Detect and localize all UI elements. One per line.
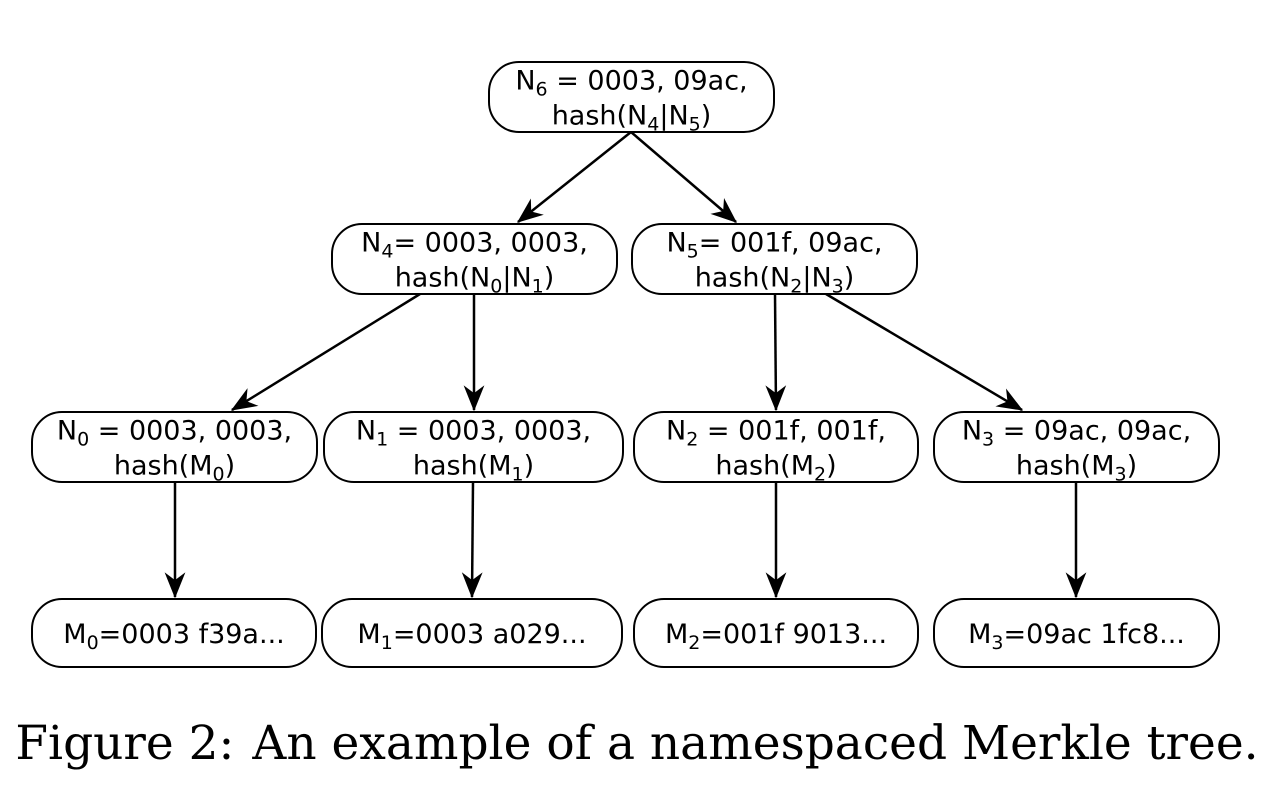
node-label-line: hash(N4|N5): [552, 101, 712, 136]
node-box: [31, 411, 318, 483]
node-label-line: N5= 001f, 09ac,: [666, 228, 882, 263]
node-box: [488, 61, 775, 133]
node-box: [631, 223, 918, 295]
nodes-layer: N6 = 0003, 09ac,hash(N4|N5) N4= 0003, 000…: [31, 61, 1220, 668]
node-n3: N3 = 09ac, 09ac,hash(M3): [933, 411, 1220, 486]
caption-label: Figure 2:: [15, 716, 235, 771]
node-n4: N4= 0003, 0003,hash(N0|N1): [331, 223, 618, 298]
node-label-line: M0=0003 f39a...: [63, 619, 284, 654]
node-n5: N5= 001f, 09ac,hash(N2|N3): [631, 223, 918, 298]
edges-layer: [164, 131, 1087, 599]
node-label-line: hash(M3): [1016, 451, 1137, 486]
node-box: [323, 411, 624, 483]
node-label-line: hash(N2|N3): [695, 263, 855, 298]
node-label-line: N6 = 0003, 09ac,: [515, 66, 747, 101]
node-label-line: hash(M1): [413, 451, 534, 486]
edge-n5-n2: [765, 293, 787, 412]
node-label-line: N4= 0003, 0003,: [361, 228, 588, 263]
node-n1: N1 = 0003, 0003,hash(M1): [323, 411, 624, 486]
node-box: [31, 598, 317, 668]
node-label-line: hash(M2): [715, 451, 836, 486]
node-box: [633, 598, 919, 668]
node-box: [933, 598, 1220, 668]
edge-n6-n4: [516, 131, 632, 223]
node-n6: N6 = 0003, 09ac,hash(N4|N5): [488, 61, 775, 136]
node-box: [321, 598, 623, 668]
node-n0: N0 = 0003, 0003,hash(M0): [31, 411, 318, 486]
edge-n4-n0: [230, 292, 421, 412]
node-m1: M1=0003 a029...: [321, 598, 623, 668]
edge-n1-m1: [461, 481, 483, 599]
node-m0: M0=0003 f39a...: [31, 598, 317, 668]
node-m3: M3=09ac 1fc8...: [933, 598, 1220, 668]
node-box: [633, 411, 919, 483]
node-label-line: hash(M0): [114, 451, 235, 486]
figure-caption: Figure 2: An example of a namespaced Merk…: [0, 716, 1274, 771]
node-n2: N2 = 001f, 001f,hash(M2): [633, 411, 919, 486]
node-label-line: M2=001f 9013...: [665, 619, 887, 654]
node-m2: M2=001f 9013...: [633, 598, 919, 668]
node-label-line: N2 = 001f, 001f,: [666, 416, 886, 451]
edge-n5-n3: [825, 292, 1024, 412]
node-label-line: N0 = 0003, 0003,: [57, 416, 292, 451]
node-label-line: M1=0003 a029...: [357, 619, 586, 654]
node-label-line: hash(N0|N1): [395, 263, 555, 298]
node-label-line: N3 = 09ac, 09ac,: [962, 416, 1191, 451]
node-label-line: M3=09ac 1fc8...: [968, 619, 1185, 654]
node-box: [933, 411, 1220, 483]
edge-n6-n5: [630, 131, 737, 223]
node-label-line: N1 = 0003, 0003,: [356, 416, 591, 451]
caption-text: An example of a namespaced Merkle tree.: [252, 716, 1259, 771]
node-box: [331, 223, 618, 295]
